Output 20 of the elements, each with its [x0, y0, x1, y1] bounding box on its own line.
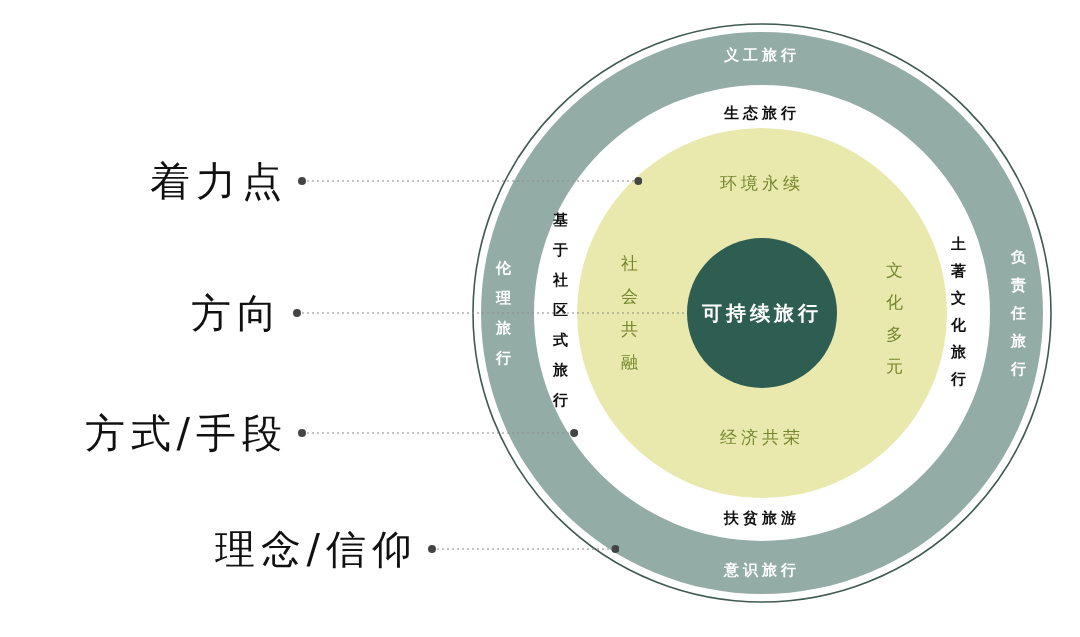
layer-label: 着力点	[150, 153, 288, 209]
ring-label: 经济共荣	[720, 425, 804, 449]
ring-label: 土著文化旅行	[949, 234, 967, 390]
ring-label: 意识旅行	[724, 560, 800, 580]
layer-label: 方式/手段	[84, 405, 288, 461]
layer-label: 理念/信仰	[214, 521, 418, 577]
leader-line	[428, 545, 620, 553]
ring-label: 扶贫旅游	[724, 508, 800, 528]
layer-label: 方向	[191, 285, 283, 341]
ring-label: 环境永续	[720, 171, 804, 195]
leader-line	[298, 177, 643, 185]
center-label: 可持续旅行	[702, 299, 822, 327]
ring-label: 生态旅行	[724, 103, 800, 123]
ring-label: 基于社区式旅行	[551, 210, 569, 411]
leader-line	[298, 429, 579, 437]
ring-label: 文化多元	[885, 259, 905, 378]
ring-label: 伦理旅行	[494, 258, 512, 369]
ring-label: 义工旅行	[724, 45, 800, 65]
ring-label: 社会共融	[620, 252, 640, 374]
ring-label: 负责任旅行	[1009, 247, 1027, 380]
